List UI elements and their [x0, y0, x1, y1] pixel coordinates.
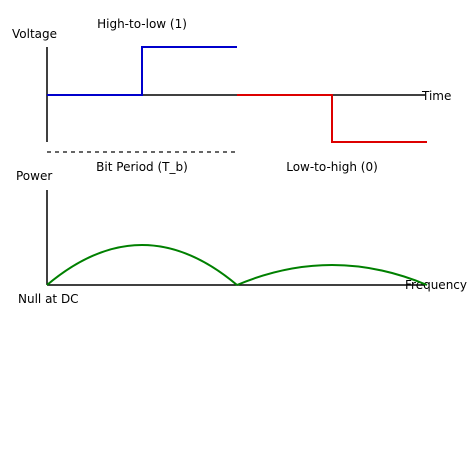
voltage-axis-label: Voltage	[12, 27, 57, 41]
spectrum-side-lobe	[236, 264, 428, 286]
bit-zero-label: Low-to-high (0)	[286, 160, 378, 174]
time-axis-label: Time	[421, 89, 451, 103]
bit-one-waveform	[47, 46, 237, 96]
bit-one-label: High-to-low (1)	[97, 17, 187, 31]
waveform-panel: Voltage Time High-to-low (1) Low-to-high…	[12, 17, 451, 174]
bit-zero-waveform	[237, 94, 427, 143]
dc-null-label: Null at DC	[18, 292, 79, 306]
spectrum-panel: Power Frequency Null at DC	[16, 169, 467, 306]
spectrum-main-lobe	[46, 244, 238, 286]
power-axis-label: Power	[16, 169, 52, 183]
bit-period-label: Bit Period (T_b)	[96, 160, 188, 174]
